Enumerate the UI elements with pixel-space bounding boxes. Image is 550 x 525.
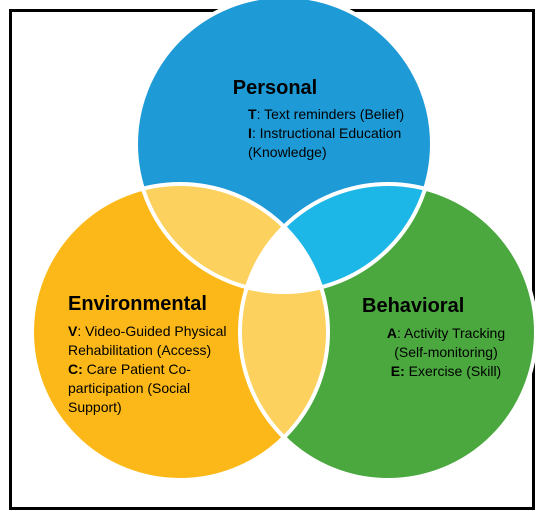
environmental-line-2: Rehabilitation (Access)	[68, 342, 212, 358]
behavioral-text-block: Behavioral A: Activity Tracking (Self-mo…	[356, 294, 536, 381]
personal-title: Personal	[232, 77, 318, 99]
environmental-line-4: participation (Social	[68, 380, 191, 396]
overlap-personal-behavioral	[240, 184, 432, 292]
personal-text-block: Personal T: Text reminders (Belief) I: I…	[0, 76, 550, 162]
behavioral-line-3: E: Exercise (Skill)	[390, 363, 502, 379]
personal-outline	[134, 0, 434, 294]
behavioral-line-2: (Self-monitoring)	[394, 344, 498, 360]
environmental-text-block: Environmental V: Video-Guided Physical R…	[68, 292, 278, 417]
environmental-line-3: C: Care Patient Co-	[68, 361, 191, 377]
environmental-title: Environmental	[68, 293, 207, 315]
personal-line-2: I: Instructional Education	[248, 125, 402, 141]
overlap-personal-environmental	[136, 184, 328, 292]
personal-line-1: T: Text reminders (Belief)	[248, 106, 405, 122]
environmental-line-1: V: Video-Guided Physical	[68, 323, 227, 339]
behavioral-line-1: A: Activity Tracking	[386, 325, 506, 341]
personal-line-3: (Knowledge)	[248, 144, 327, 160]
behavioral-outline	[238, 182, 538, 482]
environmental-outline	[30, 182, 330, 482]
behavioral-title: Behavioral	[362, 295, 465, 317]
environmental-line-5: Support)	[68, 399, 122, 415]
